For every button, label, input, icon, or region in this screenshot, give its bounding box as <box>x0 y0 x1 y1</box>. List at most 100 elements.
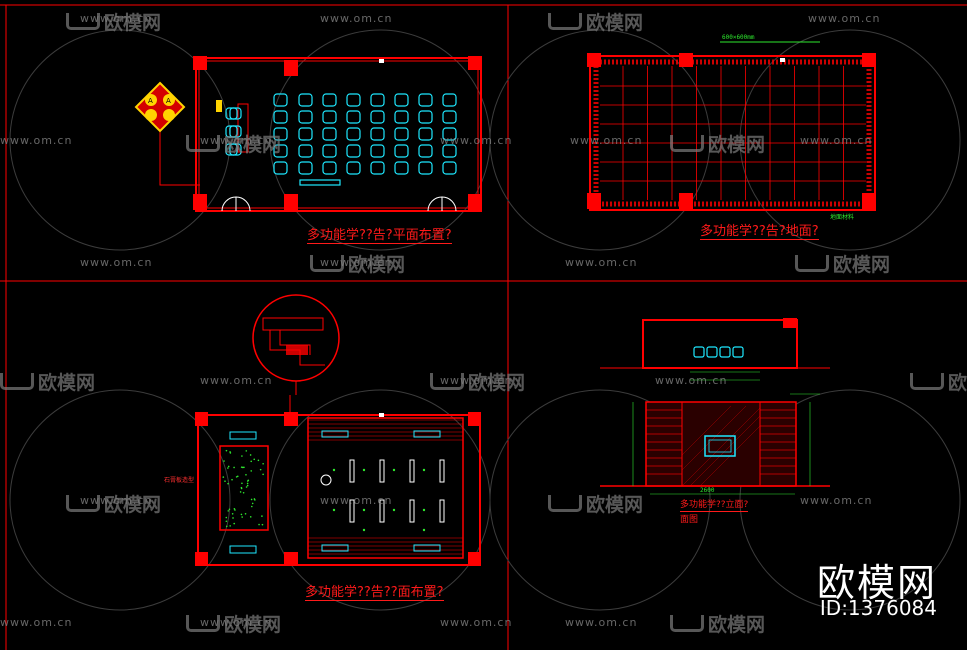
sofa-icon <box>548 495 582 512</box>
watermark-logo-text: 欧模网 <box>104 494 162 516</box>
chair <box>273 93 288 107</box>
downlight <box>422 468 426 472</box>
watermark-logo-text: 欧模网 <box>708 134 766 156</box>
downlight <box>422 528 426 532</box>
watermark-url: www.om.cn <box>440 616 513 629</box>
chair <box>298 144 313 158</box>
chair <box>370 161 385 175</box>
star-light <box>232 517 234 519</box>
star-light <box>245 486 248 488</box>
chair <box>370 127 385 141</box>
watermark-logo: 欧模网 <box>66 8 161 35</box>
floor-plan-caption: 多功能学??告?地面? <box>700 224 819 240</box>
star-light <box>227 510 230 512</box>
watermark-url: www.om.cn <box>320 12 393 25</box>
star-light <box>228 508 231 511</box>
watermark-logo-text: 欧模网 <box>468 372 526 394</box>
downlight <box>392 468 396 472</box>
star-light <box>245 450 248 452</box>
star-light <box>233 507 236 510</box>
sofa-icon <box>795 255 829 272</box>
chair <box>298 110 313 124</box>
sofa-icon <box>0 373 34 390</box>
watermark-logo: 欧模网 <box>548 490 643 517</box>
star-light <box>241 466 244 469</box>
sofa-icon <box>430 373 464 390</box>
chair <box>273 161 288 175</box>
star-light <box>235 476 238 478</box>
watermark-url: www.om.cn <box>800 134 873 147</box>
downlight <box>362 468 366 472</box>
ceiling-plan <box>195 294 481 566</box>
watermark-logo-text: 欧模网 <box>38 372 96 394</box>
watermark-url: www.om.cn <box>655 374 728 387</box>
chair <box>273 110 288 124</box>
watermark-logo: 欧模网 <box>670 610 765 637</box>
star-light <box>261 523 264 526</box>
star-light <box>233 466 235 469</box>
watermark-logo: 欧模网 <box>795 250 890 277</box>
watermark-logo-text: 欧模网 <box>104 12 162 34</box>
chair <box>418 127 433 141</box>
star-light <box>259 468 262 471</box>
chair <box>442 161 457 175</box>
ceiling-plan-caption: 多功能学??告??面布置? <box>305 585 444 601</box>
star-light <box>240 513 243 516</box>
chair <box>346 93 361 107</box>
floor-tile-grid <box>600 66 866 200</box>
chair <box>418 110 433 124</box>
sofa-icon <box>186 135 220 152</box>
watermark-logo-text: 欧模网 <box>948 372 967 394</box>
chair <box>442 110 457 124</box>
star-light <box>257 459 260 462</box>
chair <box>346 127 361 141</box>
star-light <box>227 465 230 468</box>
watermark-logo-text: 欧模网 <box>833 254 891 276</box>
downlight <box>422 508 426 512</box>
chair <box>322 110 337 124</box>
chair <box>298 93 313 107</box>
sofa-icon <box>66 13 100 30</box>
star-light <box>253 458 256 461</box>
star-light <box>262 473 264 476</box>
downlight <box>392 508 396 512</box>
podium-chair <box>229 143 242 156</box>
star-light <box>246 482 249 485</box>
ceiling-downlights <box>222 449 426 532</box>
watermark-url: www.om.cn <box>320 494 393 507</box>
chair <box>442 144 457 158</box>
chair <box>370 144 385 158</box>
watermark-logo: 欧模网 <box>186 130 281 157</box>
star-light <box>244 512 247 515</box>
star-light <box>225 516 228 519</box>
chair <box>394 144 409 158</box>
star-light <box>233 522 236 525</box>
chair <box>322 93 337 107</box>
sofa-icon <box>910 373 944 390</box>
chair <box>346 110 361 124</box>
star-light <box>251 505 253 508</box>
floor-corner-note: 地面材料 <box>830 214 855 221</box>
star-light <box>250 498 253 501</box>
watermark-logo: 欧模网 <box>430 368 525 395</box>
floor-plan <box>587 41 876 211</box>
star-light <box>224 480 226 482</box>
star-light <box>249 516 252 518</box>
chair <box>346 161 361 175</box>
watermark-logo: 欧模网 <box>186 610 281 637</box>
front-table <box>299 179 341 186</box>
chair <box>322 161 337 175</box>
watermark-url: www.om.cn <box>565 616 638 629</box>
chair <box>322 144 337 158</box>
star-light <box>225 449 228 452</box>
watermark-circles <box>9 29 961 611</box>
watermark-logo-text: 欧模网 <box>348 254 406 276</box>
star-light <box>242 491 245 494</box>
star-light <box>258 523 260 526</box>
sofa-icon <box>670 615 704 632</box>
chair <box>298 127 313 141</box>
star-light <box>231 512 234 515</box>
star-light <box>262 462 264 465</box>
floor-top-dimension: 600×600mm <box>722 34 755 41</box>
